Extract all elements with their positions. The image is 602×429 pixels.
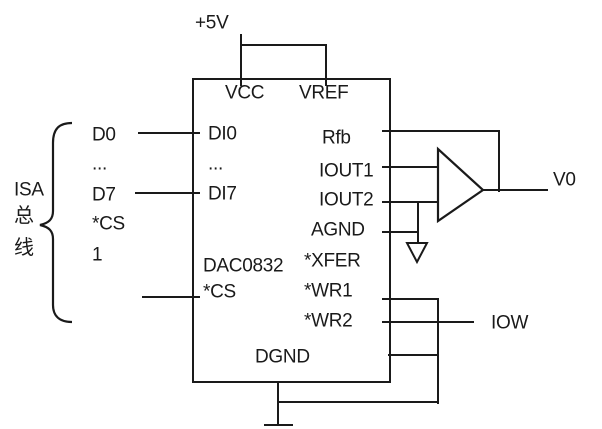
- wire-feedback: [498, 130, 500, 192]
- power-label: +5V: [195, 12, 229, 34]
- wire-rfb: [382, 130, 500, 132]
- wire-iout2: [382, 201, 439, 203]
- wire-vout: [482, 189, 548, 191]
- output-label-v0: V0: [553, 169, 576, 191]
- bus-signal-ellipsis: ...: [92, 153, 107, 175]
- pin-rfb: Rfb: [322, 127, 351, 149]
- pin-vref: VREF: [299, 82, 349, 104]
- wire-wr1: [382, 298, 439, 300]
- wire-wr2-iow: [382, 321, 474, 323]
- wire-agnd: [382, 231, 419, 233]
- wire-right-bus: [437, 298, 439, 404]
- bus-brace-icon: [39, 121, 73, 324]
- wire-stub: [388, 354, 439, 356]
- pin-ellipsis: ...: [208, 153, 223, 175]
- wire-bottom-run: [277, 401, 439, 403]
- pin-di7: DI7: [208, 183, 237, 205]
- pin-iout2: IOUT2: [319, 189, 374, 211]
- wire-analog-ground-tap: [417, 201, 419, 244]
- bus-label-isa: ISA: [14, 179, 44, 201]
- control-label-iow: IOW: [491, 312, 529, 334]
- bus-signal-d7: D7: [92, 184, 116, 206]
- wire-dgnd-drop: [277, 382, 279, 426]
- analog-ground-icon: [405, 242, 429, 265]
- wire-5v-to-vcc: [240, 34, 242, 86]
- chip-name: DAC0832: [203, 255, 284, 277]
- pin-wr2: *WR2: [304, 310, 353, 332]
- pin-cs: *CS: [203, 281, 236, 303]
- bus-label-xian: 线: [14, 237, 34, 259]
- opamp-icon: [436, 146, 485, 224]
- pin-di0: DI0: [208, 123, 237, 145]
- bus-signal-d0: D0: [92, 124, 116, 146]
- pin-xfer: *XFER: [304, 250, 361, 272]
- wire-d7-di7: [135, 192, 200, 194]
- wire-d0-di0: [138, 132, 200, 134]
- digital-ground-icon: [264, 424, 293, 426]
- dac0832-chip-body: [192, 78, 391, 383]
- wire-cs: [142, 296, 200, 298]
- pin-iout1: IOUT1: [319, 160, 374, 182]
- pin-wr1: *WR1: [304, 280, 353, 302]
- pin-agnd: AGND: [311, 219, 365, 241]
- bus-signal-cs: *CS: [92, 213, 125, 235]
- wire-5v-branch: [240, 44, 327, 46]
- wire-iout1: [382, 166, 439, 168]
- pin-dgnd: DGND: [255, 346, 310, 368]
- pin-vcc: VCC: [225, 82, 265, 104]
- bus-signal-1: 1: [92, 244, 103, 266]
- bus-label-zong: 总: [14, 205, 34, 227]
- wire-5v-to-vref: [325, 44, 327, 86]
